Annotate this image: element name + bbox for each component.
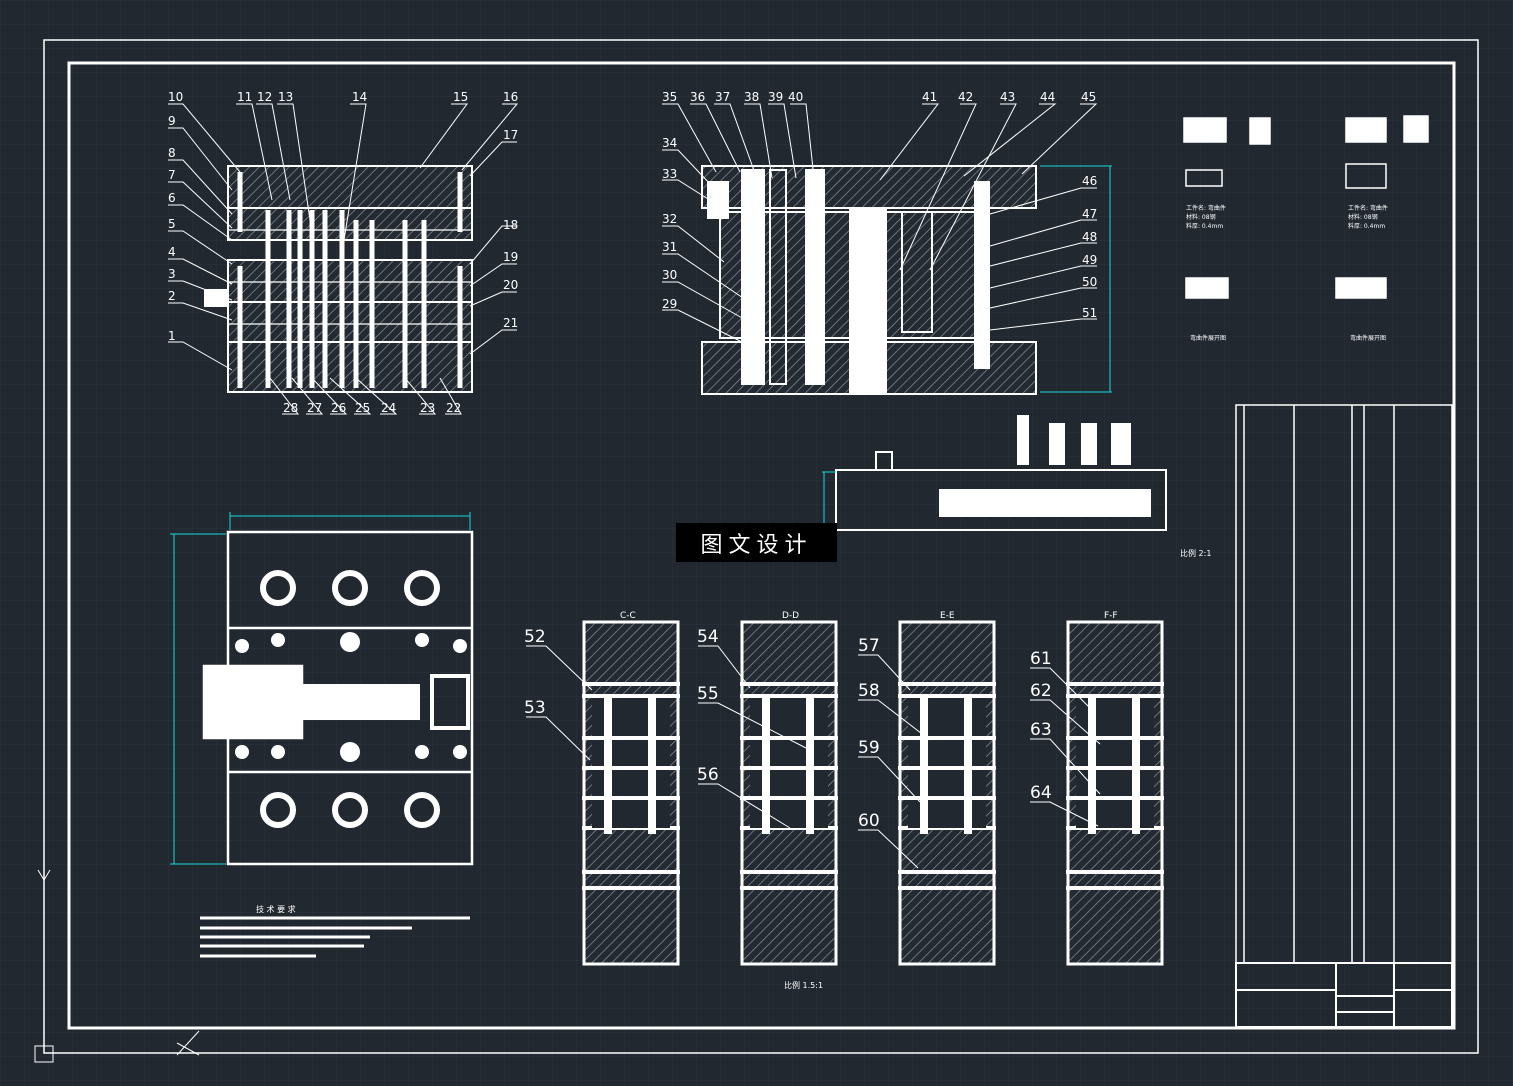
balloon-11: 11: [237, 90, 252, 104]
section-views: [582, 620, 1164, 966]
tech-req-title: 技 术 要 求: [256, 904, 296, 914]
balloon-41: 41: [922, 90, 937, 104]
balloon-17: 17: [503, 128, 518, 142]
balloon-33: 33: [662, 167, 677, 181]
balloon-51: 51: [1082, 306, 1097, 320]
balloon-47: 47: [1082, 207, 1097, 221]
balloon-38: 38: [744, 90, 759, 104]
section-leaders: [526, 645, 1101, 869]
balloon-63: 63: [1030, 720, 1052, 740]
balloon-37: 37: [715, 90, 730, 104]
top-view-dimensions: [170, 512, 471, 865]
balloon-8: 8: [168, 146, 176, 160]
tech-req-lines: [200, 916, 470, 958]
workpiece-thickness-2: 料厚: 0.4mm: [1348, 222, 1385, 230]
section-title-e: E-E: [940, 611, 955, 621]
workpiece-material-1: 材料: 08钢: [1186, 213, 1216, 221]
balloon-45: 45: [1081, 90, 1096, 104]
balloon-13: 13: [278, 90, 293, 104]
balloon-43: 43: [1000, 90, 1015, 104]
balloon-59: 59: [858, 738, 880, 758]
side-view-leaders: [662, 103, 1098, 345]
balloon-24: 24: [381, 401, 396, 415]
balloon-55: 55: [697, 684, 719, 704]
balloon-15: 15: [453, 90, 468, 104]
balloon-32: 32: [662, 212, 677, 226]
ucs-icon: [34, 869, 200, 1063]
section-title-c: C-C: [620, 611, 636, 621]
title-block: [1235, 962, 1453, 1028]
workpiece-sketches: [1183, 115, 1429, 299]
balloon-54: 54: [697, 627, 719, 647]
balloon-40: 40: [788, 90, 803, 104]
balloon-19: 19: [503, 250, 518, 264]
balloon-30: 30: [662, 268, 677, 282]
balloon-62: 62: [1030, 681, 1052, 701]
unfold-label-1: 弯曲件展开图: [1190, 334, 1226, 342]
balloon-2: 2: [168, 289, 176, 303]
balloon-14: 14: [352, 90, 367, 104]
balloon-23: 23: [420, 401, 435, 415]
balloon-5: 5: [168, 217, 176, 231]
balloon-4: 4: [168, 245, 176, 259]
workpiece-name-2: 工件名: 弯曲件: [1348, 204, 1388, 212]
balloon-48: 48: [1082, 230, 1097, 244]
sections-scale: 比例 1.5:1: [784, 980, 823, 990]
balloon-57: 57: [858, 636, 880, 656]
outer-border: [43, 39, 1479, 1054]
front-view-leaders: [168, 103, 519, 415]
balloon-29: 29: [662, 297, 677, 311]
balloon-1: 1: [168, 329, 176, 343]
balloon-49: 49: [1082, 253, 1097, 267]
section-title-f: F-F: [1104, 611, 1118, 621]
watermark-label: 图文设计: [676, 523, 837, 562]
balloon-9: 9: [168, 114, 176, 128]
top-view: [202, 530, 474, 866]
front-view: [204, 165, 473, 393]
balloon-20: 20: [503, 278, 518, 292]
side-view-dimension: [1040, 165, 1112, 393]
balloon-28: 28: [283, 401, 298, 415]
balloon-36: 36: [690, 90, 705, 104]
balloon-53: 53: [524, 698, 546, 718]
balloon-25: 25: [355, 401, 370, 415]
balloon-44: 44: [1040, 90, 1055, 104]
balloon-16: 16: [503, 90, 518, 104]
balloon-26: 26: [331, 401, 346, 415]
balloon-64: 64: [1030, 783, 1052, 803]
balloon-7: 7: [168, 168, 176, 182]
balloon-10: 10: [168, 90, 183, 104]
balloon-21: 21: [503, 316, 518, 330]
section-title-d: D-D: [782, 611, 799, 621]
balloon-18: 18: [503, 218, 518, 232]
workpiece-thickness-1: 料厚: 0.4mm: [1186, 222, 1223, 230]
balloon-12: 12: [257, 90, 272, 104]
balloon-61: 61: [1030, 649, 1052, 669]
strip-scale: 比例 2:1: [1180, 548, 1211, 558]
balloon-22: 22: [446, 401, 461, 415]
balloon-35: 35: [662, 90, 677, 104]
side-view: [701, 165, 1037, 395]
balloon-34: 34: [662, 136, 677, 150]
balloon-31: 31: [662, 240, 677, 254]
balloon-39: 39: [768, 90, 783, 104]
balloon-42: 42: [958, 90, 973, 104]
balloon-6: 6: [168, 191, 176, 205]
balloon-52: 52: [524, 627, 546, 647]
balloon-56: 56: [697, 765, 719, 785]
bom-table: [1235, 404, 1453, 964]
balloon-50: 50: [1082, 275, 1097, 289]
workpiece-name-1: 工件名: 弯曲件: [1186, 204, 1226, 212]
balloon-58: 58: [858, 681, 880, 701]
strip-layout: [835, 415, 1167, 531]
balloon-60: 60: [858, 811, 880, 831]
workpiece-material-2: 材料: 08钢: [1348, 213, 1378, 221]
unfold-label-2: 弯曲件展开图: [1350, 334, 1386, 342]
inner-border: [67, 61, 1456, 1030]
balloon-27: 27: [307, 401, 322, 415]
balloon-3: 3: [168, 267, 176, 281]
balloon-46: 46: [1082, 174, 1097, 188]
